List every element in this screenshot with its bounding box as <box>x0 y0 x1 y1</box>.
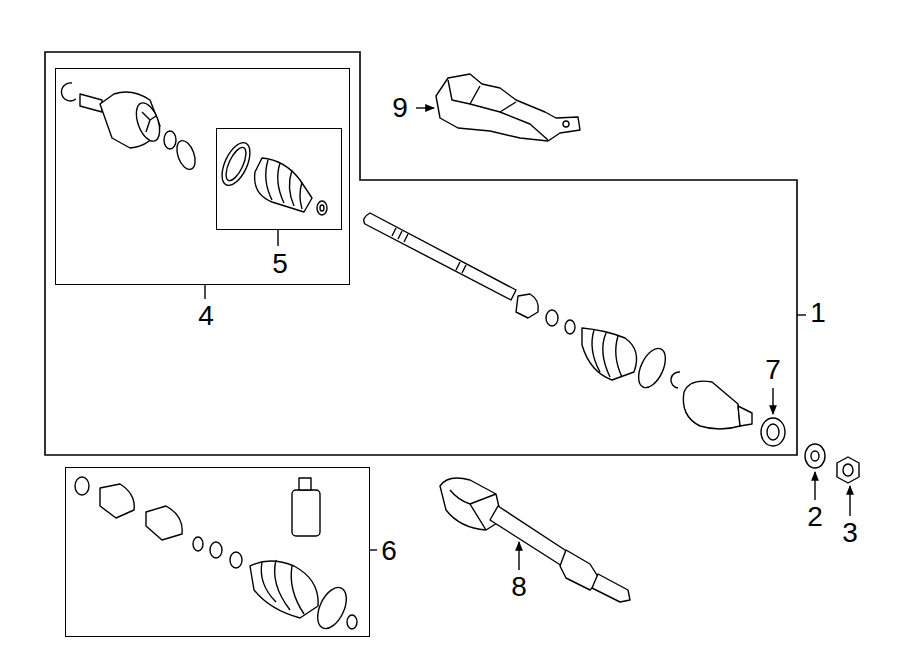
ring <box>546 310 558 326</box>
clamp-ring <box>633 344 671 391</box>
callout-number: 4 <box>198 302 214 330</box>
part-group-box: 6 <box>65 467 370 637</box>
bracket-tick <box>370 549 377 550</box>
snap-ring <box>62 83 76 101</box>
callout-number: 5 <box>272 250 288 278</box>
leader-arrow <box>814 472 815 500</box>
boot-folds <box>266 160 302 209</box>
callout-number: 1 <box>810 299 826 327</box>
outer-stub <box>738 406 752 426</box>
boot <box>255 158 312 212</box>
shield-edges <box>448 80 548 140</box>
joint-piece <box>146 506 182 540</box>
ring <box>193 537 203 551</box>
ring <box>164 131 176 149</box>
axle-shaft <box>490 506 568 566</box>
leader-arrow <box>849 486 850 516</box>
ring <box>317 201 327 215</box>
leader-arrow <box>518 542 519 570</box>
part-group-box: 5 <box>216 128 342 230</box>
bolt-hole <box>563 121 569 127</box>
outer-joint <box>683 381 740 429</box>
bracket-tick <box>204 285 205 299</box>
joint-stub <box>80 94 102 112</box>
group-outline-path <box>45 52 797 455</box>
nut <box>837 457 859 483</box>
bottle-cap <box>299 478 311 490</box>
callout-number: 8 <box>511 573 527 601</box>
leader-arrow <box>416 107 434 108</box>
tripod <box>142 112 156 132</box>
ring-hole <box>320 205 324 211</box>
part-group-box: 45 <box>55 68 350 285</box>
seal-hole <box>767 424 779 440</box>
bracket-tick <box>797 314 806 315</box>
washer <box>805 444 825 468</box>
shaft-splines <box>392 228 466 273</box>
joint-face <box>132 100 164 144</box>
washer-hole <box>811 451 819 461</box>
joint-piece <box>100 484 134 518</box>
callout-number: 9 <box>392 94 408 122</box>
clamp <box>75 477 89 495</box>
part-group-box: 145 <box>45 52 797 455</box>
ring <box>173 138 198 172</box>
clamp <box>210 542 222 558</box>
boot-folds <box>261 560 304 614</box>
boot <box>250 561 318 618</box>
snap-ring <box>671 372 680 388</box>
nut-hole <box>843 464 853 476</box>
group-outline <box>45 52 797 455</box>
clamp-ring <box>216 139 255 190</box>
ring <box>347 615 357 629</box>
grease-bottle <box>292 490 320 536</box>
housing-edges <box>450 490 496 530</box>
ring <box>565 320 575 334</box>
seal <box>761 418 785 446</box>
bracket-tick <box>277 229 278 246</box>
axle-shaft <box>364 213 516 300</box>
clamp-ring-inner <box>222 145 250 184</box>
clamp-ring <box>312 583 352 633</box>
spline-stub <box>592 574 630 602</box>
spacer <box>516 294 538 318</box>
callout-number: 7 <box>765 356 781 384</box>
callout-number: 3 <box>842 519 858 547</box>
heat-shield <box>436 74 580 141</box>
clamp <box>230 552 242 568</box>
leader-arrow <box>772 388 773 414</box>
boot-folds <box>592 330 622 377</box>
boot <box>582 328 637 380</box>
callout-number: 6 <box>381 537 397 565</box>
callout-number: 2 <box>807 503 823 531</box>
